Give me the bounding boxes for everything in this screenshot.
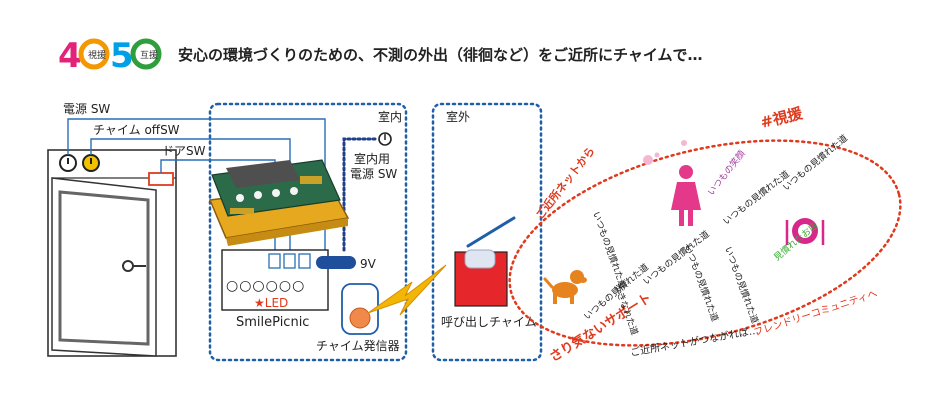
battery-label: 9V bbox=[360, 257, 377, 271]
indoor-label: 室内 bbox=[378, 109, 402, 124]
friendly-community-label: フレンドリーコミュニティへ bbox=[753, 288, 879, 338]
led-label: ★LED bbox=[254, 296, 288, 310]
door-sw-label: ドアSW bbox=[162, 144, 206, 158]
woman-icon bbox=[671, 165, 701, 226]
chime-off-sw-label: チャイム offSW bbox=[93, 123, 180, 137]
battery-icon bbox=[316, 256, 356, 269]
door-sensor-icon bbox=[148, 172, 174, 186]
logo-4050: 4 視援 5 互援 bbox=[58, 36, 162, 76]
smile-label: いつもの笑顔 bbox=[705, 148, 748, 198]
board-name: SmilePicnic bbox=[236, 315, 309, 330]
page-title: 安心の環境づくりのための、不測の外出（徘徊など）をご近所にチャイムで… bbox=[178, 46, 703, 64]
logo-digit-5: 5 bbox=[110, 36, 134, 76]
hashtag-label: #視援 bbox=[759, 104, 806, 132]
logo-badge-goen: 互援 bbox=[140, 49, 158, 61]
restaurant-icon bbox=[785, 218, 825, 245]
board-connector-2 bbox=[283, 253, 296, 269]
outdoor-label: 室外 bbox=[446, 109, 470, 124]
road-label-4: いつもの見慣れた道 bbox=[720, 168, 791, 227]
dog-icon bbox=[543, 270, 587, 304]
led-circles: ○○○○○○ bbox=[226, 278, 305, 294]
power-sw-label: 電源 SW bbox=[63, 102, 110, 116]
chime-antenna bbox=[466, 216, 516, 248]
chime-receiver bbox=[454, 216, 516, 307]
indoor-power-sw-label-2: 電源 SW bbox=[350, 167, 397, 181]
logo-digit-4: 4 bbox=[58, 36, 82, 76]
road-label-2: いつもの見慣れた道 bbox=[590, 210, 629, 290]
thought-bubbles bbox=[643, 140, 687, 165]
door-panel bbox=[51, 177, 157, 357]
logo-ring-orange bbox=[78, 38, 110, 70]
circuit-board-image bbox=[208, 159, 350, 246]
logo-badge-shien: 視援 bbox=[88, 49, 106, 61]
transmitter-label: チャイム発信器 bbox=[316, 339, 400, 353]
receiver-label: 呼び出しチャイム bbox=[441, 315, 537, 329]
road-label-6: いつもの見慣れた道 bbox=[682, 243, 721, 323]
door-inner-panel bbox=[58, 190, 150, 346]
if-connected-label: ご近所ネットがつながれば… bbox=[629, 324, 759, 359]
transmitter-button bbox=[349, 307, 371, 329]
chime-speaker bbox=[464, 249, 496, 269]
indoor-power-sw-label-1: 室内用 bbox=[354, 151, 390, 166]
door bbox=[47, 149, 177, 357]
community-ellipse bbox=[508, 139, 902, 347]
outdoor-region bbox=[431, 102, 543, 362]
logo-ring-green bbox=[130, 38, 162, 70]
wireless-signal-icon bbox=[367, 264, 447, 316]
indoor-region bbox=[208, 102, 408, 362]
board-connector-1 bbox=[268, 253, 281, 269]
road-label-5: いつもの見慣れた道 bbox=[722, 245, 761, 325]
board-connector-3 bbox=[298, 253, 311, 269]
